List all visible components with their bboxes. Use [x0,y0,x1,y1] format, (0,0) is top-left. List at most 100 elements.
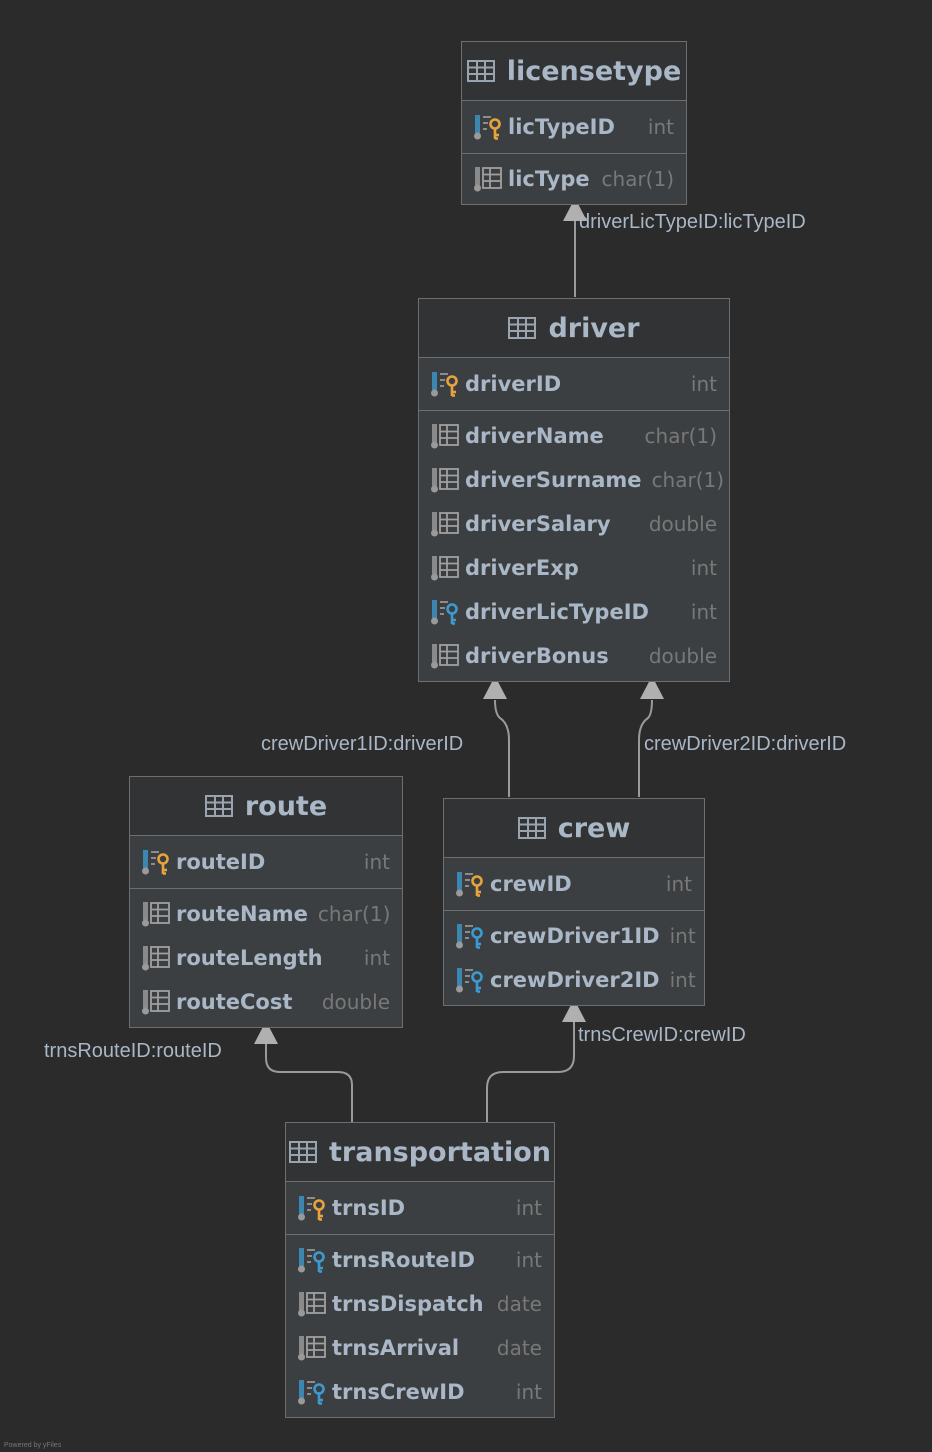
column-icon [140,944,172,972]
arrowhead-driver-2 [640,676,664,699]
column-name: licType [508,167,590,191]
column-name: trnsID [332,1196,406,1220]
arrowhead-driver-1 [483,676,507,699]
column-name: crewID [490,872,572,896]
column-row[interactable]: driverLicTypeID int [419,590,729,634]
column-row[interactable]: trnsRouteID int [286,1238,554,1282]
column-name: trnsDispatch [332,1292,484,1316]
column-row[interactable]: driverSalary double [419,502,729,546]
column-icon [429,510,461,538]
column-row[interactable]: driverName char(1) [419,414,729,458]
column-row[interactable]: crewID int [444,862,704,906]
table-icon [508,317,537,339]
entity-title: driver [548,312,640,344]
column-type: int [690,600,717,624]
column-type: int [515,1248,542,1272]
column-icon [296,1290,328,1318]
column-name: driverLicTypeID [465,600,649,624]
table-icon [517,817,546,839]
foreign-key-icon [454,922,486,950]
edge-crew-driver1 [494,699,510,797]
primary-key-icon [472,113,504,141]
foreign-key-icon [454,966,486,994]
column-type: int [515,1380,542,1404]
foreign-key-icon [296,1378,328,1406]
column-name: driverName [465,424,604,448]
column-name: trnsArrival [332,1336,460,1360]
column-type: date [496,1336,542,1360]
column-name: trnsRouteID [332,1248,475,1272]
column-type: int [363,946,390,970]
entity-header[interactable]: transportation [286,1123,554,1182]
column-type: int [515,1196,542,1220]
column-row[interactable]: trnsDispatch date [286,1282,554,1326]
edge-transportation-route [265,1044,353,1122]
entity-header[interactable]: crew [444,799,704,858]
column-row[interactable]: routeID int [130,840,402,884]
arrowhead-route [254,1021,278,1044]
foreign-key-icon [429,598,461,626]
column-row[interactable]: driverSurname char(1) [419,458,729,502]
column-icon [296,1334,328,1362]
column-name: crewDriver1ID [490,924,660,948]
primary-key-section: trnsID int [286,1182,554,1235]
column-type: int [669,968,696,992]
arrowhead-crew [562,999,586,1022]
column-name: driverSalary [465,512,611,536]
arrowhead-licensetype [563,198,587,221]
column-type: char(1) [317,902,391,926]
column-name: licTypeID [508,115,615,139]
column-row[interactable]: trnsID int [286,1186,554,1230]
column-name: driverSurname [465,468,642,492]
entity-header[interactable]: licensetype [462,42,686,101]
column-row[interactable]: licTypeID int [462,105,686,149]
column-type: int [647,115,674,139]
column-name: driverBonus [465,644,609,668]
column-type: char(1) [644,424,717,448]
primary-key-section: licTypeID int [462,101,686,154]
primary-key-icon [140,848,172,876]
edge-crew-driver2 [638,699,653,797]
column-icon [429,422,461,450]
entity-header[interactable]: route [130,777,402,836]
column-type: date [496,1292,542,1316]
footer-credit: Powered by yFiles [4,1442,62,1449]
column-name: routeID [176,850,266,874]
column-row[interactable]: trnsArrival date [286,1326,554,1370]
primary-key-icon [429,370,461,398]
table-icon [466,60,495,82]
column-type: int [363,850,390,874]
column-icon [429,642,461,670]
entity-title: crew [557,812,631,844]
primary-key-icon [296,1194,328,1222]
column-type: int [665,872,692,896]
column-icon [429,554,461,582]
column-type: char(1) [651,468,725,492]
entity-title: transportation [329,1136,551,1168]
column-name: driverExp [465,556,579,580]
column-name: routeCost [176,990,293,1014]
entity-header[interactable]: driver [419,299,729,358]
entity-title: licensetype [506,55,682,87]
table-icon [204,795,233,817]
column-type: double [648,512,717,536]
primary-key-section: crewID int [444,858,704,911]
